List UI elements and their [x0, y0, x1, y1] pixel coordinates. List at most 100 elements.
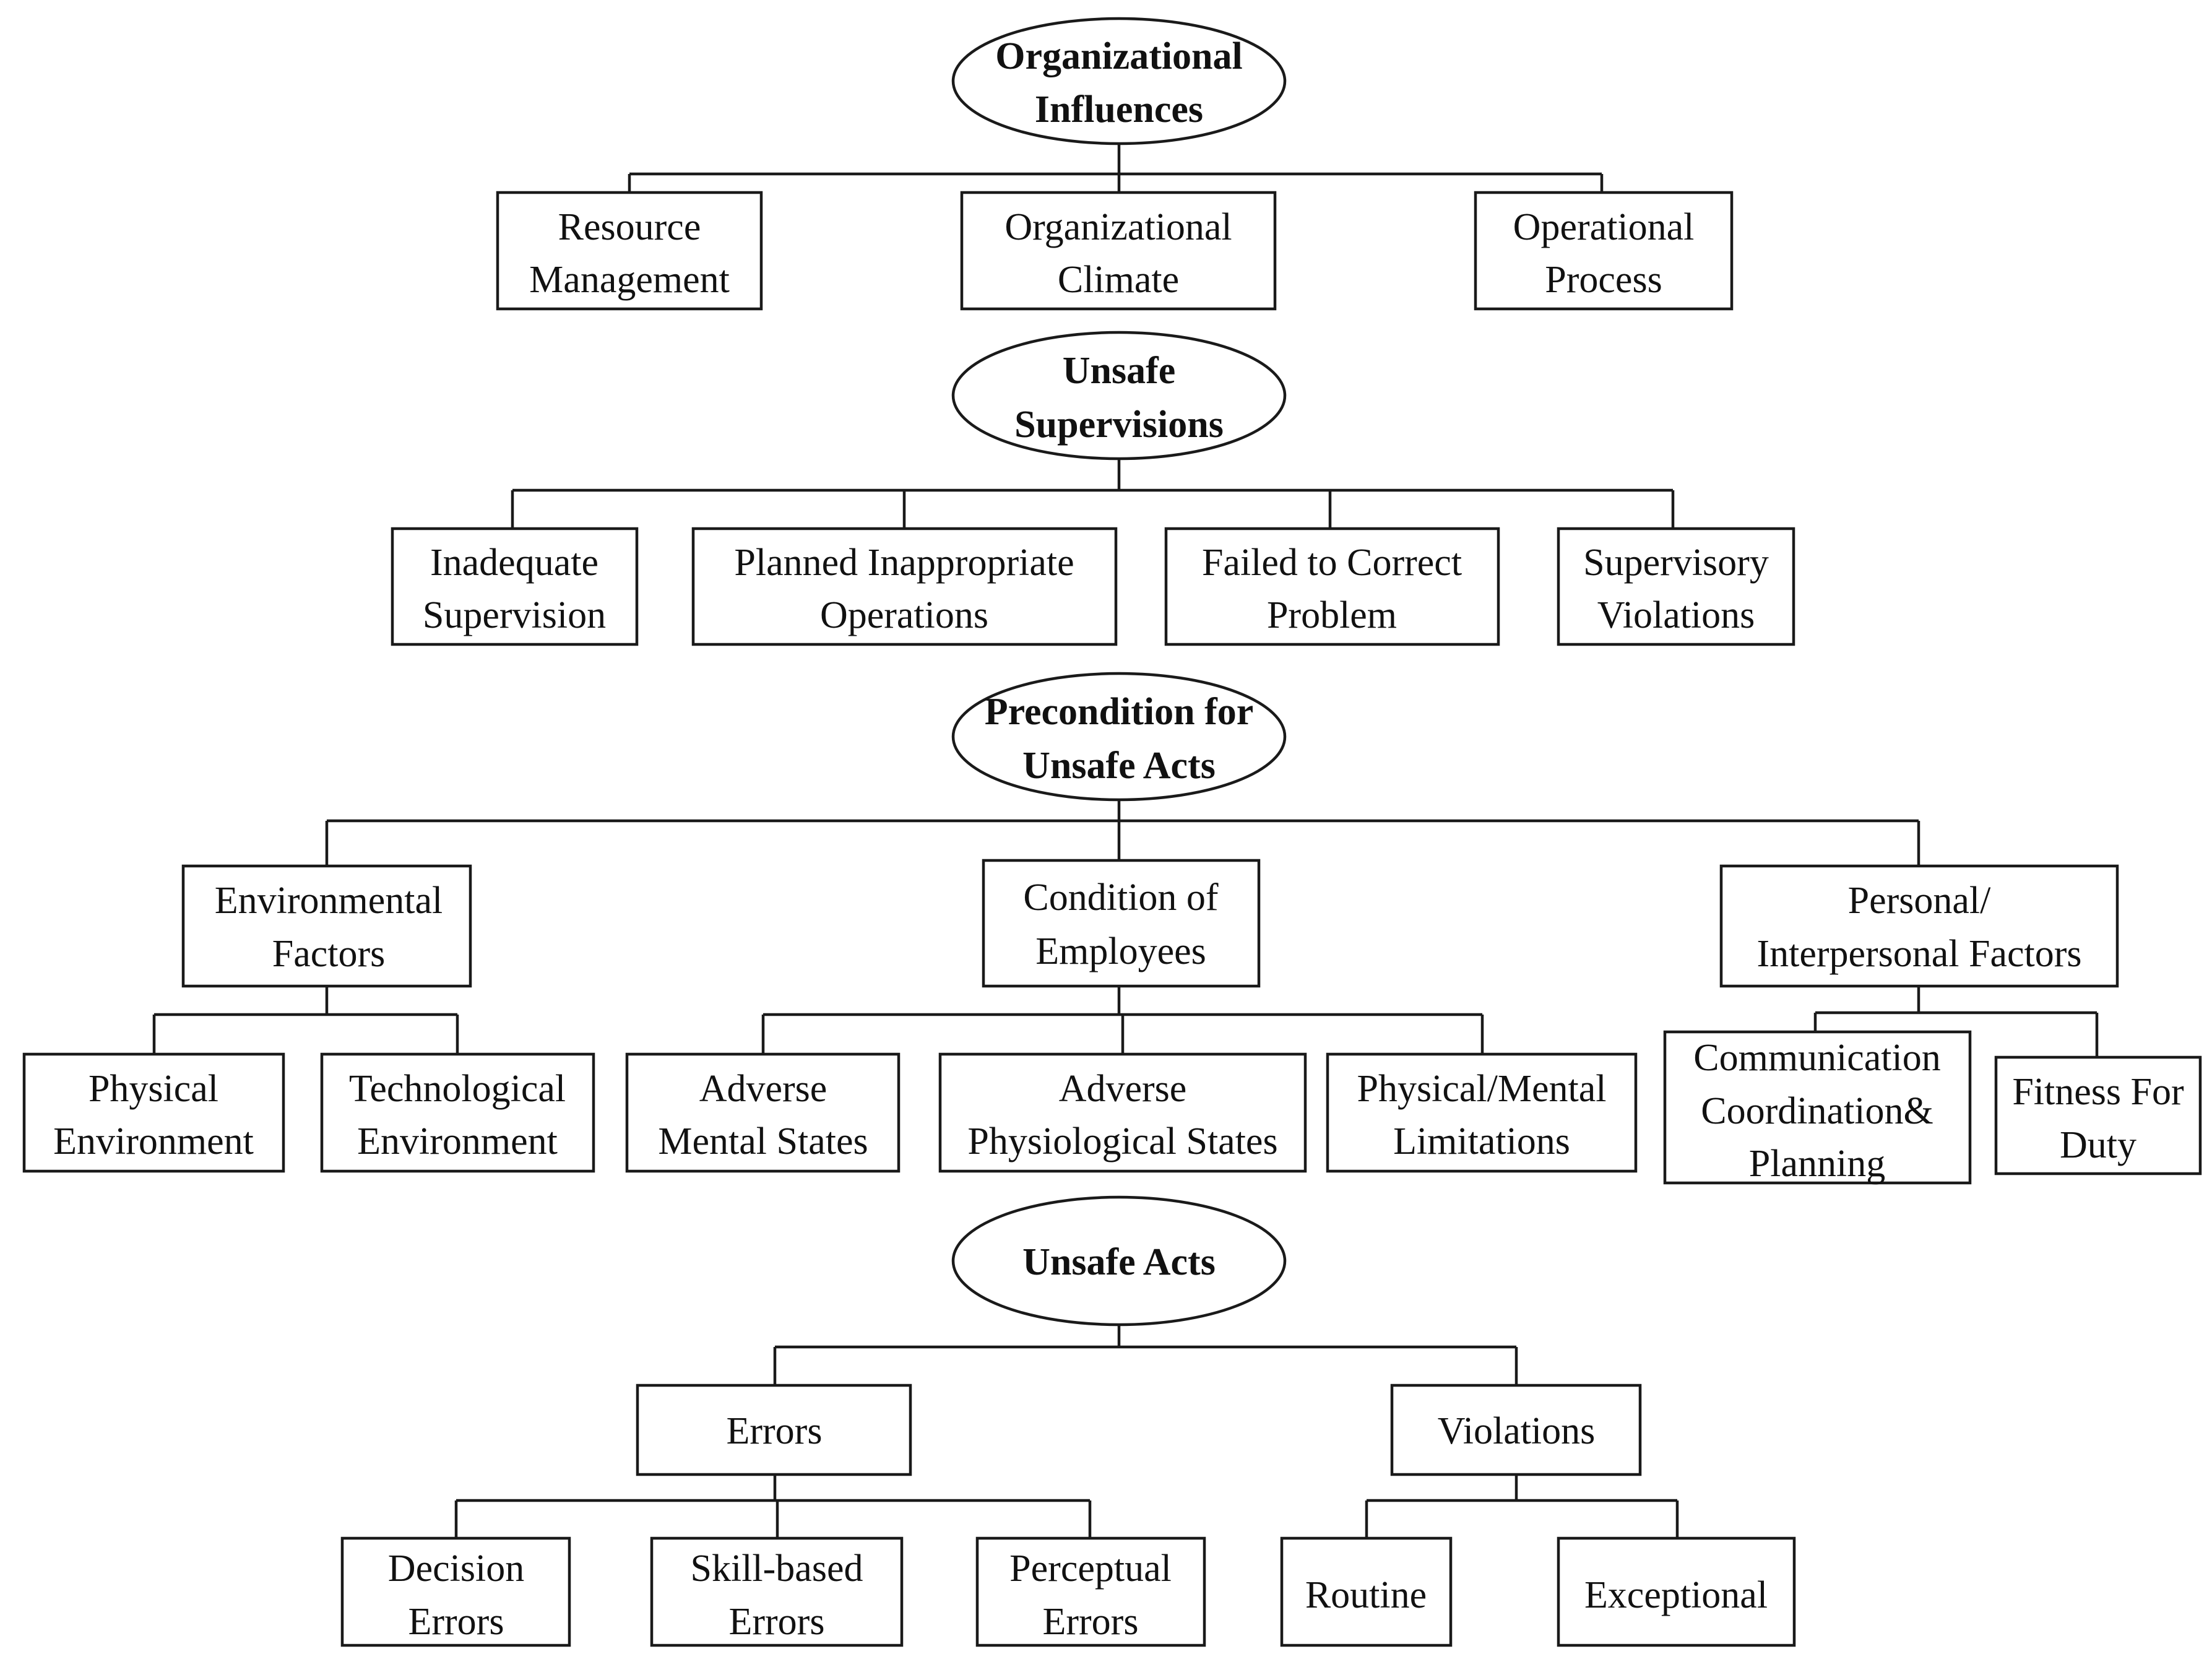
level-label-line: Unsafe	[1063, 350, 1176, 392]
node-violations: Violations	[1390, 1383, 1642, 1476]
node-physical-mental-limitations: Physical/Mental Limitations	[1326, 1052, 1638, 1173]
node-label-line: Operations	[820, 594, 988, 636]
node-label-line: Perceptual	[1009, 1548, 1172, 1590]
node-label-line: Condition of	[1023, 877, 1219, 919]
node-box	[1719, 864, 2119, 988]
node-box	[391, 527, 639, 646]
node-box	[1326, 1052, 1638, 1173]
node-label-line: Technological	[349, 1068, 566, 1110]
level-label-line: Influences	[1035, 89, 1203, 131]
node-label-line: Mental States	[658, 1120, 868, 1163]
node-label-line: Employees	[1035, 930, 1206, 972]
node-label-line: Planned Inappropriate	[734, 542, 1074, 584]
node-label-line: Environment	[53, 1120, 254, 1163]
node-physical-environment: Physical Environment	[22, 1052, 285, 1173]
level-ellipse	[951, 331, 1287, 461]
node-supervisory-violations: Supervisory Violations	[1557, 527, 1795, 646]
node-box	[1663, 1030, 1972, 1185]
node-exceptional: Exceptional	[1557, 1536, 1796, 1647]
node-decision-errors: Decision Errors	[340, 1536, 571, 1647]
node-label-line: Inadequate	[430, 542, 598, 584]
node-technological-environment: Technological Environment	[320, 1052, 595, 1173]
node-label-line: Planning	[1749, 1143, 1885, 1185]
node-adverse-physiological-states: Adverse Physiological States	[938, 1052, 1307, 1173]
node-label-line: Communication	[1693, 1037, 1941, 1079]
node-box	[1164, 527, 1500, 646]
node-label-line: Fitness For	[2012, 1071, 2184, 1113]
node-label-line: Physical	[89, 1068, 218, 1110]
node-errors: Errors	[636, 1383, 912, 1476]
level-label-line: Unsafe Acts	[1022, 745, 1216, 787]
node-label-line: Adverse	[699, 1068, 827, 1110]
level-unsafe-supervisions: Unsafe Supervisions	[951, 331, 1287, 461]
node-box	[320, 1052, 595, 1173]
node-label-line: Resource	[558, 206, 701, 248]
node-box	[1280, 1536, 1453, 1647]
node-routine: Routine	[1280, 1536, 1453, 1647]
node-box	[181, 864, 472, 988]
node-label-line: Environment	[357, 1120, 558, 1163]
node-box	[1557, 1536, 1796, 1647]
node-box	[650, 1536, 904, 1647]
node-box	[636, 1383, 912, 1476]
node-environmental-factors: Environmental Factors	[181, 864, 472, 988]
node-label-line: Duty	[2060, 1124, 2136, 1166]
level-organizational-influences: Organizational Influences	[951, 17, 1287, 145]
level-unsafe-acts: Unsafe Acts	[951, 1195, 1287, 1327]
node-failed-to-correct-problem: Failed to Correct Problem	[1164, 527, 1500, 646]
connectors	[152, 144, 2099, 1538]
node-box	[975, 1536, 1206, 1647]
level-ellipse	[951, 1195, 1287, 1327]
node-label-line: Violations	[1597, 594, 1755, 636]
node-box	[982, 859, 1261, 988]
node-label-line: Skill-based	[691, 1548, 863, 1590]
node-box	[625, 1052, 901, 1173]
node-fitness-for-duty: Fitness For Duty	[1994, 1055, 2202, 1176]
node-label-line: Errors	[727, 1410, 823, 1452]
node-communication-coordination-planning: Communication Coordination& Planning	[1663, 1030, 1972, 1185]
node-label-line: Coordination&	[1701, 1090, 1933, 1132]
node-planned-inappropriate-operations: Planned Inappropriate Operations	[691, 527, 1118, 646]
node-box	[22, 1052, 285, 1173]
node-label-line: Violations	[1438, 1410, 1596, 1452]
node-label-line: Physical/Mental	[1357, 1068, 1607, 1110]
node-label-line: Failed to Correct	[1202, 542, 1462, 584]
node-label-line: Factors	[272, 933, 386, 975]
node-box	[340, 1536, 571, 1647]
level-label-line: Precondition for	[985, 691, 1254, 733]
node-operational-process: Operational Process	[1474, 191, 1734, 311]
node-box	[1994, 1055, 2202, 1176]
node-label-line: Physiological States	[967, 1120, 1277, 1163]
node-label-line: Errors	[408, 1601, 504, 1643]
node-label-line: Errors	[1043, 1601, 1139, 1643]
node-box	[1557, 527, 1795, 646]
node-box	[1390, 1383, 1642, 1476]
node-label-line: Decision	[388, 1548, 524, 1590]
node-skill-based-errors: Skill-based Errors	[650, 1536, 904, 1647]
node-label-line: Problem	[1267, 594, 1397, 636]
node-label-line: Adverse	[1059, 1068, 1187, 1110]
level-label-line: Organizational	[995, 35, 1243, 77]
node-adverse-mental-states: Adverse Mental States	[625, 1052, 901, 1173]
node-box	[691, 527, 1118, 646]
node-box	[1474, 191, 1734, 311]
level-precondition-for-unsafe-acts: Precondition for Unsafe Acts	[951, 672, 1287, 802]
node-label-line: Errors	[729, 1601, 825, 1643]
node-label-line: Exceptional	[1584, 1574, 1768, 1616]
node-resource-management: Resource Management	[496, 191, 763, 311]
node-label-line: Supervisory	[1583, 542, 1769, 584]
node-inadequate-supervision: Inadequate Supervision	[391, 527, 639, 646]
node-personal-interpersonal-factors: Personal/ Interpersonal Factors	[1719, 864, 2119, 988]
node-label-line: Interpersonal Factors	[1756, 933, 2081, 975]
node-label-line: Environmental	[215, 880, 443, 922]
node-label-line: Routine	[1305, 1574, 1427, 1616]
node-box	[938, 1052, 1307, 1173]
node-label-line: Personal/	[1848, 880, 1992, 922]
node-label-line: Organizational	[1004, 206, 1232, 248]
level-ellipse	[951, 672, 1287, 802]
node-label-line: Limitations	[1393, 1120, 1570, 1163]
node-perceptual-errors: Perceptual Errors	[975, 1536, 1206, 1647]
node-label-line: Climate	[1058, 259, 1179, 301]
node-label-line: Management	[529, 259, 730, 301]
